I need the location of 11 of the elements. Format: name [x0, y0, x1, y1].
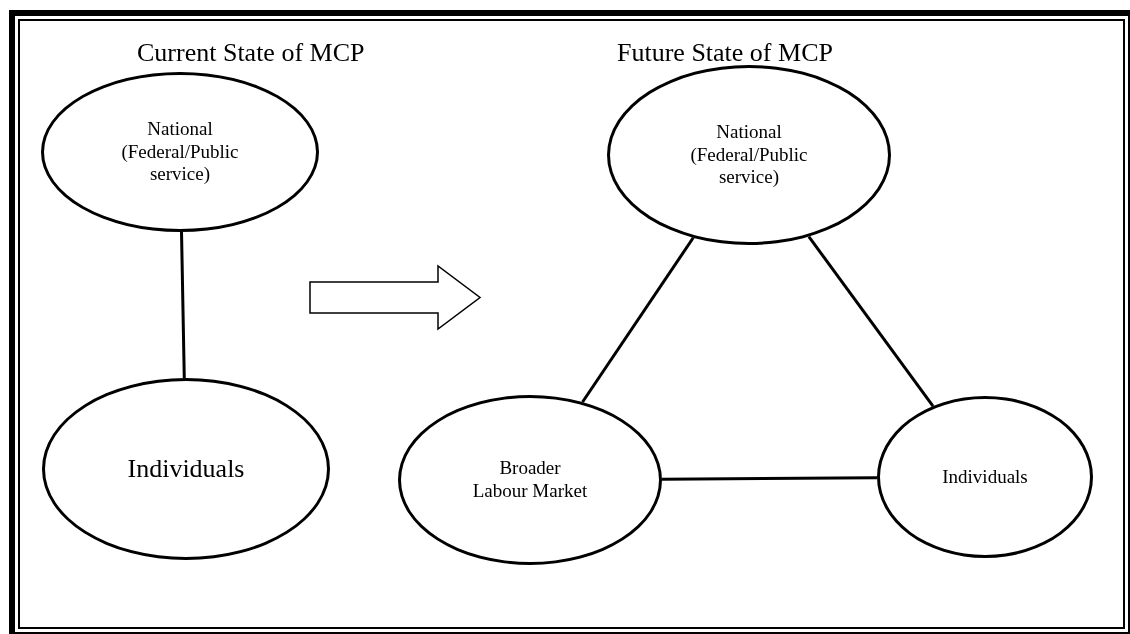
connector-line	[661, 476, 877, 481]
section-heading: Future State of MCP	[617, 40, 833, 66]
connector-line	[180, 231, 186, 379]
connector-line	[581, 236, 695, 403]
node-label: Individuals	[127, 453, 245, 485]
node-label: Individuals	[942, 465, 1028, 489]
node-label: National (Federal/Public service)	[689, 120, 809, 190]
connector-line	[807, 235, 935, 407]
section-heading: Current State of MCP	[137, 40, 365, 66]
node-label: Broader Labour Market	[471, 457, 589, 503]
node-label: National (Federal/Public service)	[120, 117, 240, 187]
